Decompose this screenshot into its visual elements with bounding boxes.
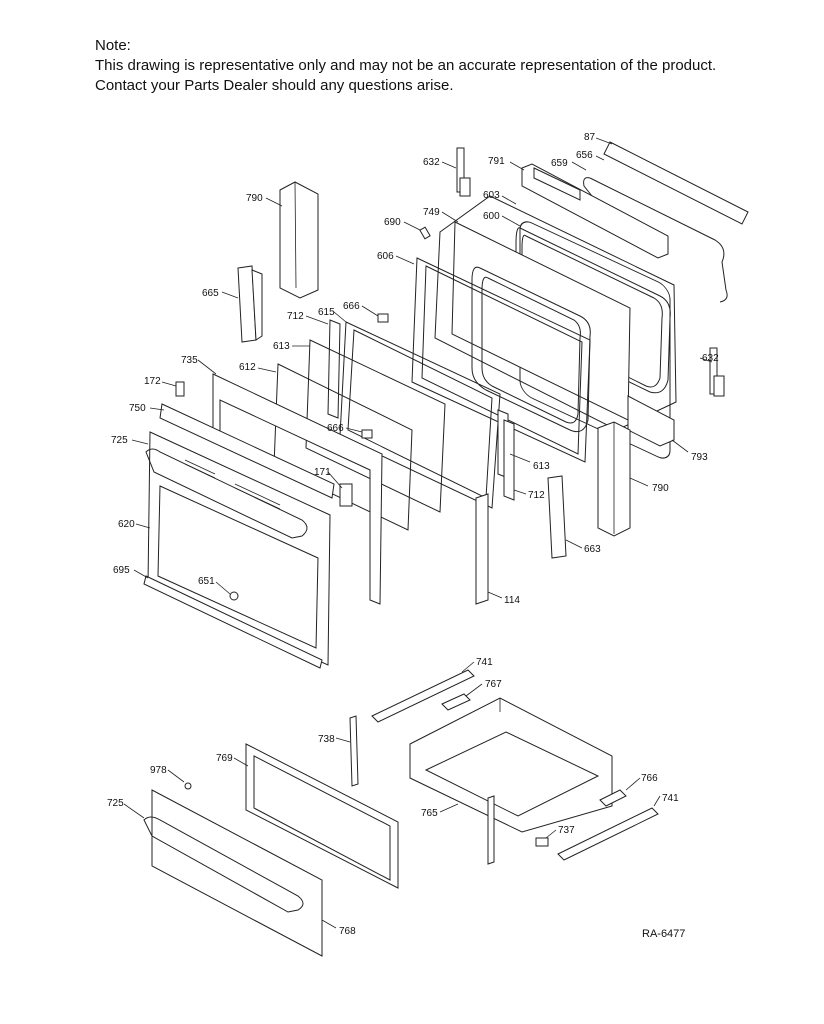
label-615: 615 — [318, 307, 335, 318]
label-712-lower: 712 — [528, 490, 545, 501]
part-741-rail-lower — [557, 807, 659, 861]
label-665: 665 — [202, 288, 219, 299]
label-172: 172 — [144, 376, 161, 387]
part-114-strip — [475, 493, 489, 605]
label-725-upper: 725 — [111, 435, 128, 446]
label-735: 735 — [181, 355, 198, 366]
part-793-insulation — [627, 395, 675, 447]
label-737: 737 — [558, 825, 575, 836]
label-87: 87 — [584, 132, 596, 143]
part-690-stop — [419, 226, 431, 240]
part-666-clip-upper — [377, 313, 389, 323]
label-656: 656 — [576, 150, 593, 161]
label-738: 738 — [318, 734, 335, 745]
label-695: 695 — [113, 565, 130, 576]
part-171-bracket — [339, 483, 353, 507]
part-767-clip — [441, 693, 471, 711]
part-765-drawer-body — [409, 697, 613, 833]
label-769: 769 — [216, 753, 233, 764]
label-767: 767 — [485, 679, 502, 690]
label-765: 765 — [421, 808, 438, 819]
reference-code: RA-6477 — [642, 928, 685, 940]
part-606-door-frame — [411, 257, 591, 463]
part-612-glass — [273, 363, 413, 531]
part-632-hinge-lower — [709, 347, 725, 397]
label-613-lower: 613 — [533, 461, 550, 472]
label-741-upper: 741 — [476, 657, 493, 668]
label-978: 978 — [150, 765, 167, 776]
part-172-bracket — [175, 381, 185, 397]
label-725-lower: 725 — [107, 798, 124, 809]
label-171: 171 — [314, 467, 331, 478]
label-712-upper: 712 — [287, 311, 304, 322]
label-659: 659 — [551, 158, 568, 169]
label-632-lower: 632 — [702, 353, 719, 364]
part-741-rail-upper — [371, 669, 475, 723]
label-791: 791 — [488, 156, 505, 167]
label-749: 749 — [423, 207, 440, 218]
part-791-insulation — [521, 163, 669, 259]
label-606: 606 — [377, 251, 394, 262]
part-712-trim-upper — [327, 319, 341, 419]
part-712-trim-lower — [503, 419, 515, 501]
part-769-drawer-panel — [245, 743, 399, 889]
label-612: 612 — [239, 362, 256, 373]
part-87-strip — [603, 141, 749, 225]
note-line-1: This drawing is representative only and … — [95, 57, 717, 74]
label-600: 600 — [483, 211, 500, 222]
label-790-left: 790 — [246, 193, 263, 204]
label-690: 690 — [384, 217, 401, 228]
part-labels: 87 791 659 656 632 603 749 600 690 790 6… — [107, 132, 719, 937]
part-665-hinge-bracket — [237, 265, 263, 343]
label-766: 766 — [641, 773, 658, 784]
part-766-clip — [599, 789, 627, 807]
part-659-wire — [583, 177, 728, 303]
door-vents — [184, 459, 281, 510]
part-790-insulation-left — [279, 181, 319, 299]
part-695-bottom-trim — [143, 575, 323, 669]
note-line-2: Contact your Parts Dealer should any que… — [95, 77, 454, 94]
label-790-right: 790 — [652, 483, 669, 494]
label-114: 114 — [504, 595, 520, 606]
label-620: 620 — [118, 519, 135, 530]
part-790-insulation-right — [597, 421, 631, 537]
label-651: 651 — [198, 576, 215, 587]
label-666-lower: 666 — [327, 423, 344, 434]
note-title: Note: — [95, 37, 131, 54]
part-738-side-strip — [349, 715, 359, 787]
leader-lines — [123, 137, 713, 929]
label-663: 663 — [584, 544, 601, 555]
label-750: 750 — [129, 403, 146, 414]
part-632-hinge-upper — [456, 147, 471, 197]
part-978-screw — [184, 782, 192, 790]
label-666-upper: 666 — [343, 301, 360, 312]
note-block: Note: This drawing is representative onl… — [95, 36, 716, 96]
label-603: 603 — [483, 190, 500, 201]
label-613-upper: 613 — [273, 341, 290, 352]
part-765-side-strip — [487, 795, 495, 865]
label-741-lower: 741 — [662, 793, 679, 804]
part-620-oven-door — [145, 431, 331, 666]
part-768-drawer-front — [143, 789, 323, 957]
label-632-upper: 632 — [423, 157, 440, 168]
part-600-gasket — [515, 227, 671, 394]
part-750-vent — [159, 403, 335, 499]
part-737-clip — [535, 837, 549, 847]
part-663-hinge-bracket — [547, 475, 567, 559]
label-793: 793 — [691, 452, 708, 463]
part-666-clip-lower — [361, 429, 373, 439]
label-768: 768 — [339, 926, 356, 937]
part-613-glass-upper — [305, 339, 446, 513]
